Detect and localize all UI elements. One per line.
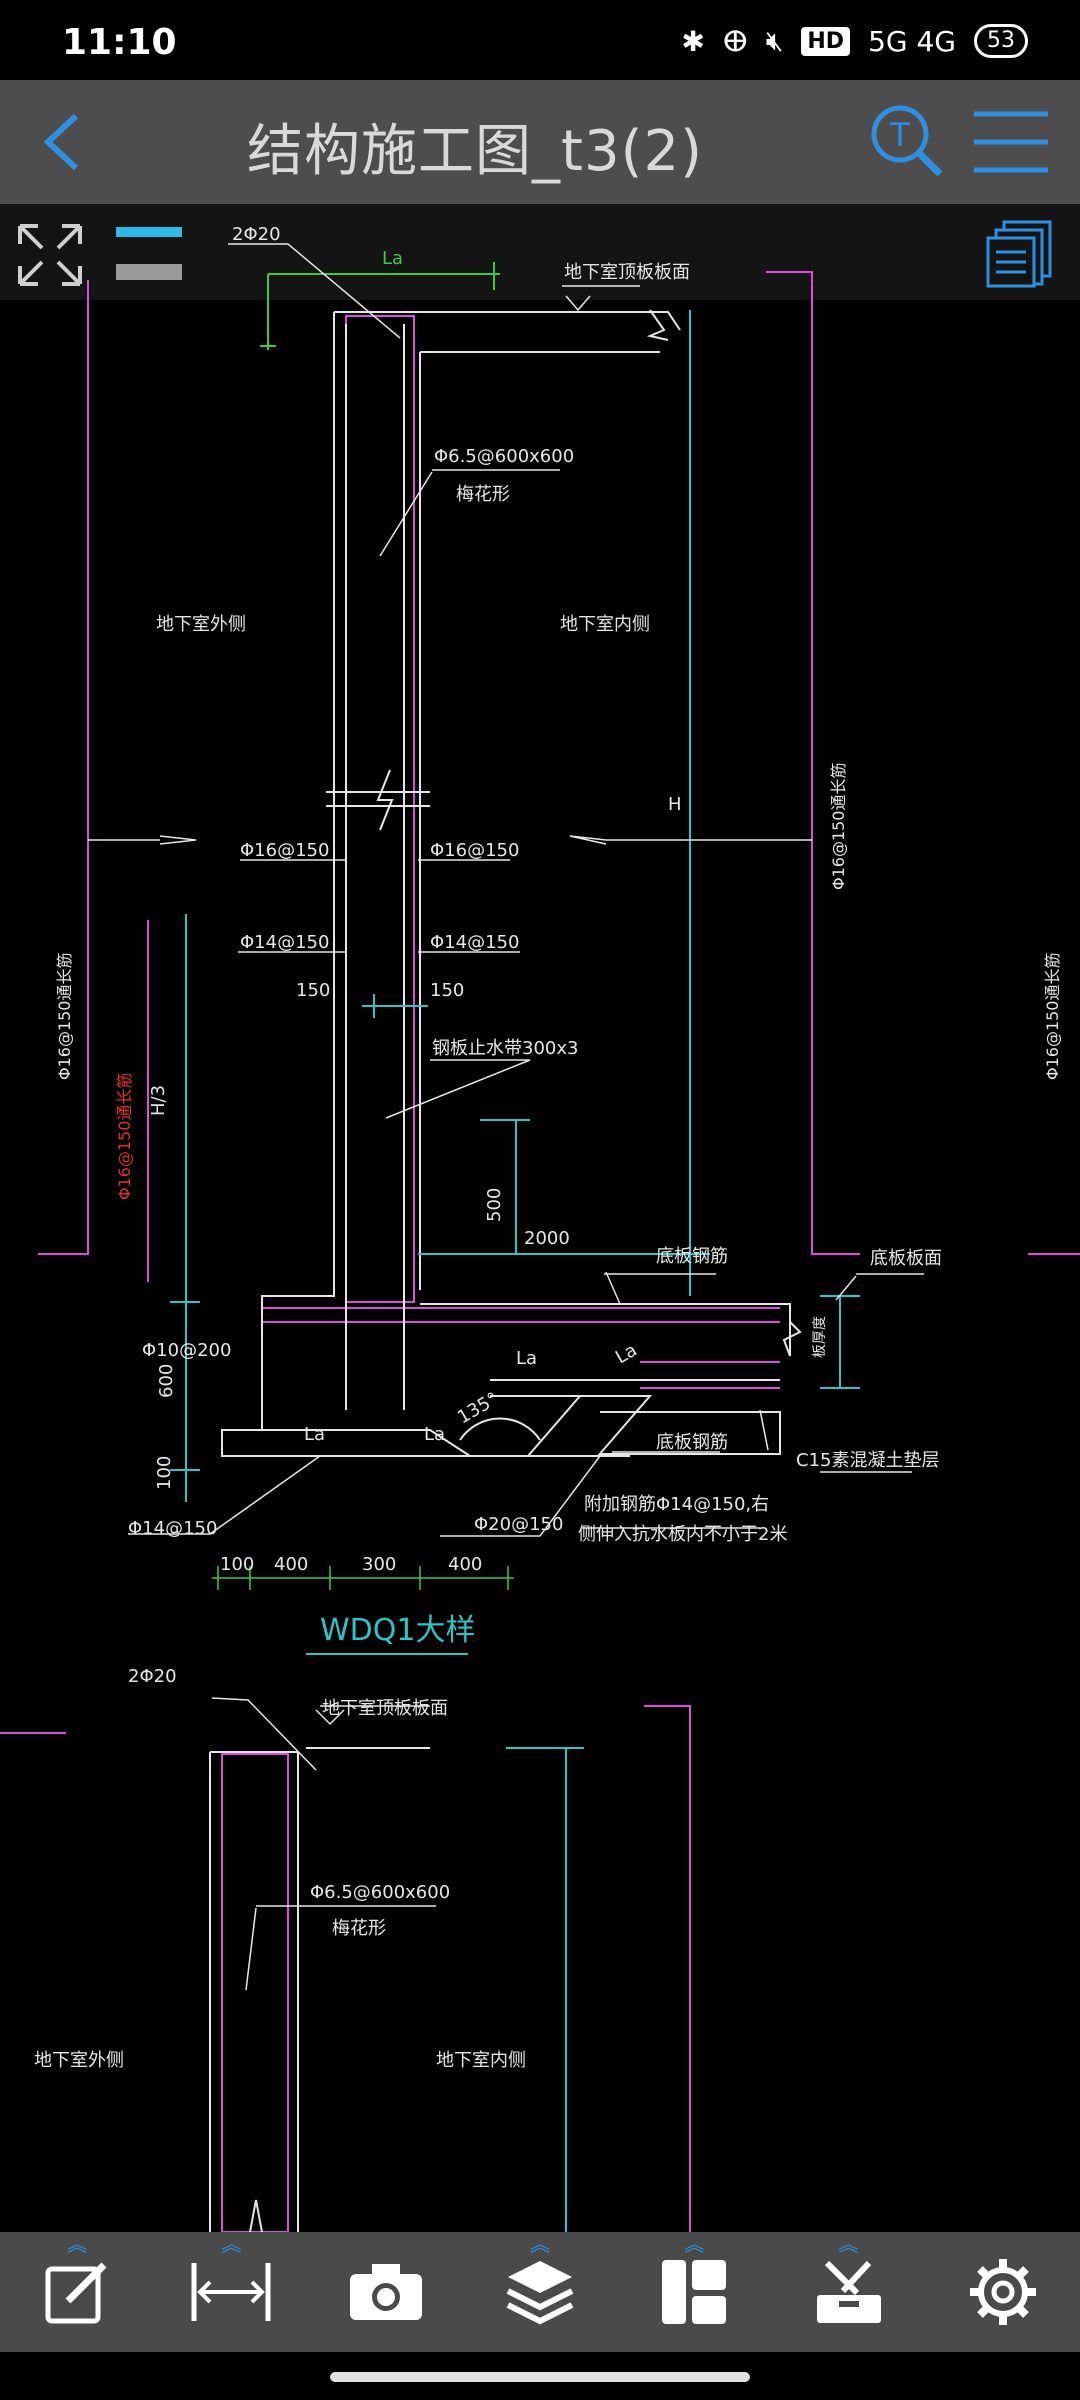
dim-400b: 400 xyxy=(448,1554,482,1575)
layout-tool[interactable]: ︽ xyxy=(639,2232,749,2347)
label-roof-slab-top: 地下室顶板板面 xyxy=(564,262,690,283)
system-nav-bar xyxy=(0,2352,1080,2400)
measure-tool[interactable]: ︽ xyxy=(176,2232,286,2347)
label-plum-top: 梅花形 xyxy=(456,484,510,505)
label-c15: C15素混凝土垫层 xyxy=(796,1450,939,1471)
status-bar: 11:10 ✱ ⴲ 🔇︎ HD 5G 4G 53 xyxy=(0,0,1080,80)
dim-300: 300 xyxy=(362,1554,396,1575)
label-vert-right-1: Φ16@150通长筋 xyxy=(829,763,848,891)
edit-icon xyxy=(45,2262,107,2324)
label-plum-2: 梅花形 xyxy=(332,1918,386,1939)
cad-drawing-canvas[interactable]: 2Φ20 La 地下室顶板板面 Φ6.5@600x600 梅花形 地下室外侧 地… xyxy=(0,204,1080,2232)
document-list-icon[interactable] xyxy=(986,220,1052,288)
measure-icon xyxy=(191,2263,271,2321)
edit-tool[interactable]: ︽ xyxy=(22,2232,132,2347)
toolbox-icon xyxy=(816,2260,881,2323)
label-500: 500 xyxy=(484,1188,505,1222)
label-steel-waterstop: 钢板止水带300x3 xyxy=(432,1038,578,1059)
label-phi10: Φ10@200 xyxy=(142,1340,231,1361)
caret-up-icon: ︽ xyxy=(838,2232,859,2256)
earbuds-icon: ⴲ xyxy=(722,24,748,58)
status-icons: ✱ ⴲ 🔇︎ HD 5G 4G 53 xyxy=(681,24,1028,58)
label-phi20-bottom: Φ20@150 xyxy=(474,1514,563,1535)
label-600: 600 xyxy=(156,1364,177,1398)
gear-icon xyxy=(969,2259,1036,2325)
label-outside-2: 地下室外侧 xyxy=(34,2050,124,2071)
label-bottom-rebar-bot: 底板钢筋 xyxy=(656,1432,728,1453)
label-150-right: 150 xyxy=(430,980,464,1001)
settings-tool[interactable] xyxy=(948,2237,1058,2347)
label-roof-slab-2: 地下室顶板板面 xyxy=(322,1698,448,1719)
caret-up-icon: ︽ xyxy=(67,2232,88,2256)
home-gesture-handle[interactable] xyxy=(330,2372,750,2382)
mute-icon: 🔇︎ xyxy=(765,24,784,57)
label-h: H xyxy=(668,794,682,815)
label-inside-2: 地下室内侧 xyxy=(436,2050,526,2071)
label-la-bottom1: La xyxy=(304,1424,325,1445)
label-phi16-right: Φ16@150 xyxy=(430,840,519,861)
bottom-toolbar: ︽ ︽ ︽ ︽ xyxy=(0,2232,1080,2352)
label-extra-rebar-1: 附加钢筋Φ14@150,右 xyxy=(584,1494,769,1515)
label-phi16-left: Φ16@150 xyxy=(240,840,329,861)
label-vert-right-2: Φ16@150通长筋 xyxy=(1043,953,1062,1081)
status-time: 11:10 xyxy=(62,22,177,63)
layout-icon xyxy=(662,2260,727,2324)
page-title: 结构施工图_t3(2) xyxy=(247,119,703,184)
svg-text:T: T xyxy=(889,116,910,154)
chevron-left-icon[interactable] xyxy=(26,102,106,182)
label-vert-left-2: Φ16@150通长筋 xyxy=(115,1073,134,1201)
label-vert-left-1: Φ16@150通长筋 xyxy=(55,953,74,1081)
layers-icon xyxy=(506,2261,574,2325)
caret-up-icon: ︽ xyxy=(529,2232,550,2256)
label-thickness: 板厚度 xyxy=(812,1316,828,1358)
label-2phi20-top: 2Φ20 xyxy=(232,224,281,245)
label-outside-top: 地下室外侧 xyxy=(156,614,246,635)
label-2000: 2000 xyxy=(524,1228,570,1249)
expand-icon[interactable] xyxy=(18,224,82,286)
label-h3: H/3 xyxy=(148,1085,169,1116)
camera-tool[interactable] xyxy=(331,2237,441,2347)
hamburger-icon[interactable] xyxy=(968,104,1054,180)
label-phi14-left: Φ14@150 xyxy=(240,932,329,953)
label-stirrup-top: Φ6.5@600x600 xyxy=(434,446,574,467)
hd-badge: HD xyxy=(801,26,851,56)
label-100: 100 xyxy=(154,1456,175,1490)
caret-up-icon: ︽ xyxy=(684,2232,705,2256)
toolbox-tool[interactable]: ︽ xyxy=(794,2232,904,2347)
battery-indicator: 53 xyxy=(974,24,1028,58)
dim-400a: 400 xyxy=(274,1554,308,1575)
label-extra-rebar-2: 侧伸入抗水板内不小于2米 xyxy=(578,1524,787,1545)
dim-100: 100 xyxy=(220,1554,254,1575)
label-2phi20-2: 2Φ20 xyxy=(128,1666,177,1687)
label-la-bottom2: La xyxy=(424,1424,445,1445)
label-bottom-rebar-top: 底板钢筋 xyxy=(656,1246,728,1267)
label-la-mid: La xyxy=(516,1348,537,1369)
label-la-top: La xyxy=(382,248,403,269)
label-phi14-right: Φ14@150 xyxy=(430,932,519,953)
camera-icon xyxy=(349,2264,422,2320)
layers-tool[interactable]: ︽ xyxy=(485,2232,595,2347)
label-150-left: 150 xyxy=(296,980,330,1001)
text-search-icon[interactable]: T xyxy=(866,100,946,180)
bluetooth-icon: ✱ xyxy=(681,24,705,58)
title-bar: 结构施工图_t3(2) T xyxy=(0,80,1080,204)
label-stirrup-2: Φ6.5@600x600 xyxy=(310,1882,450,1903)
label-inside-top: 地下室内侧 xyxy=(560,614,650,635)
label-bottom-face: 底板板面 xyxy=(870,1248,942,1269)
network-indicator: 5G 4G xyxy=(868,24,956,58)
caret-up-icon: ︽ xyxy=(221,2232,242,2256)
view-mode-icon[interactable] xyxy=(116,227,182,280)
label-phi14-bottom: Φ14@150 xyxy=(128,1518,217,1539)
section-title: WDQ1大样 xyxy=(320,1613,475,1648)
